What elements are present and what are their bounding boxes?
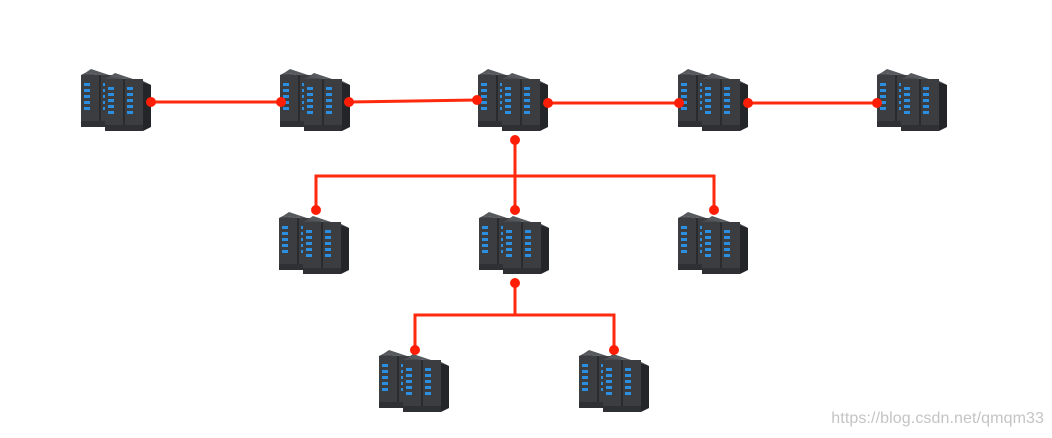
server-icon: [678, 69, 748, 131]
connector-dot: [510, 278, 520, 288]
connector-dot: [709, 205, 719, 215]
server-icon: [579, 350, 649, 412]
connector-dot: [344, 97, 354, 107]
server-icon: [279, 212, 349, 274]
connector-dot: [510, 205, 520, 215]
server-icon: [877, 69, 947, 131]
server-icon: [81, 69, 151, 131]
links-layer: [151, 98, 877, 350]
connector-dot: [146, 97, 156, 107]
connector-dot: [872, 98, 882, 108]
edge-s7-s10: [515, 313, 616, 350]
server-icon: [479, 212, 549, 274]
connector-dot: [609, 345, 619, 355]
connector-dot: [674, 98, 684, 108]
server-icon: [280, 69, 350, 131]
connector-dot: [472, 95, 482, 105]
connector-dot: [311, 205, 321, 215]
edge-s7-s9: [413, 313, 515, 350]
edge-s3-s6: [314, 174, 515, 210]
server-icon: [678, 212, 748, 274]
connector-dot: [410, 345, 420, 355]
connector-dot: [276, 97, 286, 107]
connector-dot: [543, 98, 553, 108]
servers-layer: [81, 69, 947, 412]
connector-dots-layer: [146, 95, 882, 355]
watermark: https://blog.csdn.net/qmqm33: [831, 410, 1044, 427]
connector-dot: [510, 135, 520, 145]
edge-s3-s8: [515, 174, 716, 210]
edge-s2-s3: [348, 98, 478, 104]
server-icon: [379, 350, 449, 412]
server-icon: [478, 69, 548, 131]
connector-dot: [743, 98, 753, 108]
